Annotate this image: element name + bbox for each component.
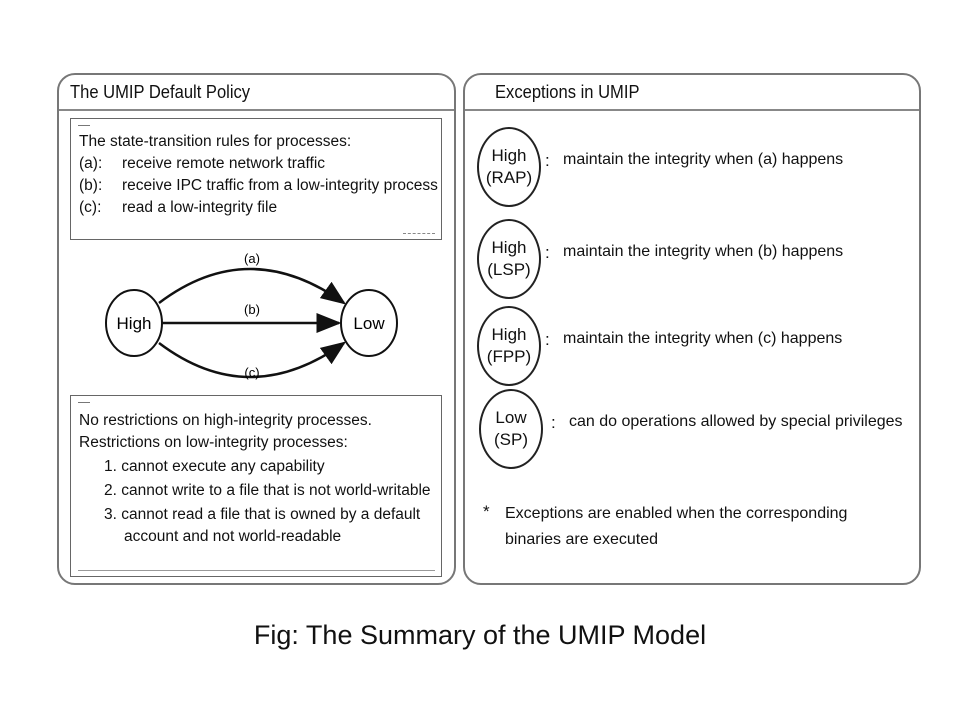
exception-rap: High (RAP) : maintain the integrity when… — [477, 127, 907, 207]
exception-lsp-text: maintain the integrity when (b) happens — [563, 243, 844, 260]
restrictions-box: No restrictions on high-integrity proces… — [70, 395, 442, 577]
restriction-line-low: Restrictions on low-integrity processes: — [79, 434, 348, 451]
exception-sp-label-bottom: (SP) — [494, 430, 528, 449]
rule-a-text: receive remote network traffic — [122, 155, 326, 172]
exception-sp-colon: : — [551, 413, 556, 432]
edge-a-label: (a) — [244, 251, 260, 266]
exception-rap-colon: : — [545, 151, 550, 170]
rule-a-tag: (a): — [79, 155, 103, 172]
exception-fpp-node: High (FPP) — [477, 306, 541, 386]
exception-sp-text: can do operations allowed by special pri… — [569, 413, 903, 430]
restriction-item-2: 2. cannot write to a file that is not wo… — [104, 482, 431, 499]
edge-b-label: (b) — [244, 302, 260, 317]
state-transition-diagram: High Low (a) (b) (c) — [105, 251, 398, 380]
exceptions-header: Exceptions in UMIP — [465, 75, 919, 111]
edge-c-label: (c) — [244, 365, 259, 380]
exception-fpp-text: maintain the integrity when (c) happens — [563, 330, 843, 347]
rules-heading: The state-transition rules for processes… — [79, 133, 352, 150]
restriction-item-3-cont: account and not world-readable — [124, 528, 342, 545]
exceptions-title: Exceptions in UMIP — [495, 82, 640, 102]
note-asterisk: * — [483, 502, 490, 521]
state-transition-rules-box: The state-transition rules for processes… — [70, 118, 442, 240]
default-policy-header: The UMIP Default Policy — [59, 75, 454, 111]
exception-fpp-label-top: High — [491, 325, 527, 344]
exception-fpp: High (FPP) : maintain the integrity when… — [477, 306, 907, 386]
rule-c-text: read a low-integrity file — [122, 199, 278, 216]
restriction-item-1: 1. cannot execute any capability — [104, 458, 325, 475]
high-node-label: High — [117, 314, 152, 333]
exception-rap-label-top: High — [491, 146, 527, 165]
exception-lsp-label-top: High — [491, 238, 527, 257]
default-policy-panel: The UMIP Default Policy The state-transi… — [57, 73, 456, 585]
exception-lsp: High (LSP) : maintain the integrity when… — [477, 219, 907, 299]
rule-c-tag: (c): — [79, 199, 102, 216]
note-line-2: binaries are executed — [505, 531, 658, 548]
edge-a — [158, 267, 347, 305]
low-node-label: Low — [353, 314, 385, 333]
exception-rap-label-bottom: (RAP) — [485, 168, 533, 187]
exception-lsp-label-bottom: (LSP) — [487, 260, 531, 279]
figure-caption: Fig: The Summary of the UMIP Model — [253, 620, 707, 650]
restriction-item-3: 3. cannot read a file that is owned by a… — [104, 506, 421, 523]
restriction-line-high: No restrictions on high-integrity proces… — [79, 412, 372, 429]
rule-b-text: receive IPC traffic from a low-integrity… — [122, 177, 438, 194]
exceptions-panel: Exceptions in UMIP High (RAP) : maintain… — [463, 73, 921, 585]
edge-c — [158, 341, 347, 379]
exception-lsp-colon: : — [545, 243, 550, 262]
exception-fpp-colon: : — [545, 330, 550, 349]
exception-fpp-label-bottom: (FPP) — [486, 347, 532, 366]
exception-rap-node: High (RAP) — [477, 127, 541, 207]
rule-b-tag: (b): — [79, 177, 103, 194]
exception-sp-label-top: Low — [495, 408, 527, 427]
exception-lsp-node: High (LSP) — [477, 219, 541, 299]
exception-sp-node: Low (SP) — [479, 389, 543, 469]
exception-rap-text: maintain the integrity when (a) happens — [563, 151, 844, 168]
note-line-1: Exceptions are enabled when the correspo… — [505, 505, 848, 522]
exception-sp: Low (SP) : can do operations allowed by … — [477, 389, 907, 469]
default-policy-title: The UMIP Default Policy — [70, 82, 251, 102]
